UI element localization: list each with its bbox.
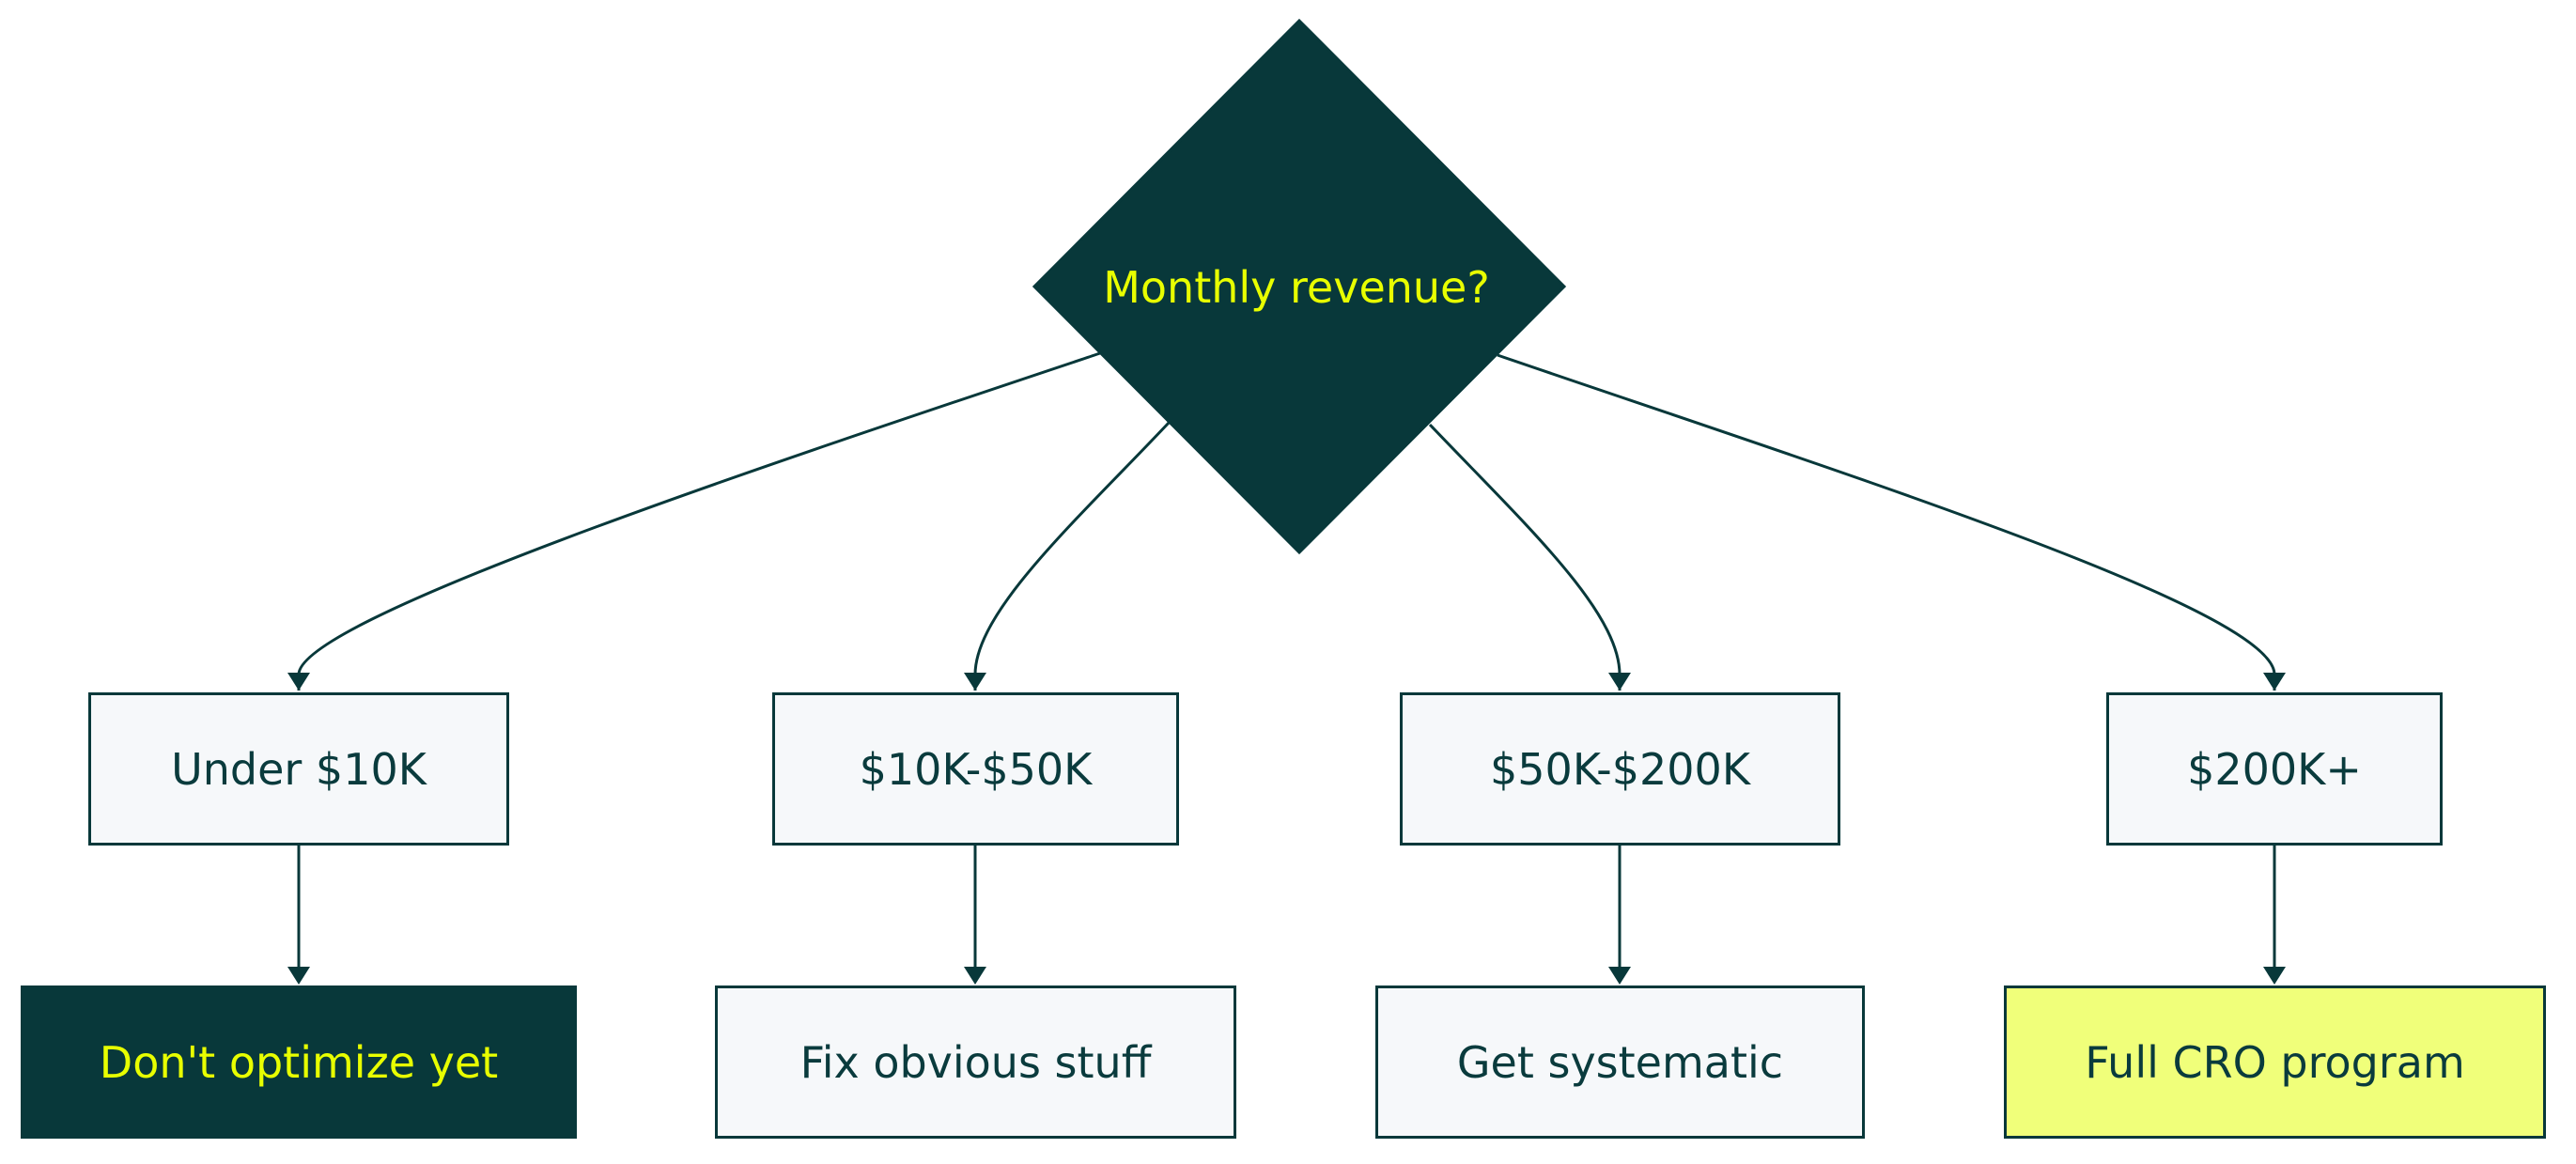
edge-decision-to-under-10k	[297, 351, 1101, 691]
range-node-200k-plus: $200K+	[2106, 692, 2443, 846]
arrowhead-outcome-4	[2263, 967, 2286, 985]
range-node-under-10k: Under $10K	[88, 692, 509, 846]
arrowhead-outcome-2	[964, 967, 986, 985]
decision-label: Monthly revenue?	[1103, 262, 1490, 313]
edge-decision-to-50k-200k	[1428, 423, 1622, 691]
outcome-fix-obvious-stuff: Fix obvious stuff	[715, 986, 1236, 1139]
arrowhead-10k-50k	[964, 673, 986, 691]
edge-decision-to-200k-plus	[1497, 353, 2276, 691]
arrowhead-outcome-1	[287, 967, 310, 985]
arrowhead-50k-200k	[1608, 673, 1631, 691]
outcome-dont-optimize-yet: Don't optimize yet	[21, 986, 577, 1139]
arrowhead-outcome-3	[1608, 967, 1631, 985]
decision-diamond	[1032, 18, 1567, 555]
arrowhead-200k-plus	[2263, 673, 2286, 691]
edge-decision-to-10k-50k	[973, 421, 1171, 691]
outcome-full-cro-program: Full CRO program	[2004, 986, 2546, 1139]
range-node-10k-50k: $10K-$50K	[772, 692, 1179, 846]
outcome-get-systematic: Get systematic	[1375, 986, 1865, 1139]
range-node-50k-200k: $50K-$200K	[1400, 692, 1840, 846]
arrowhead-under-10k	[287, 673, 310, 691]
